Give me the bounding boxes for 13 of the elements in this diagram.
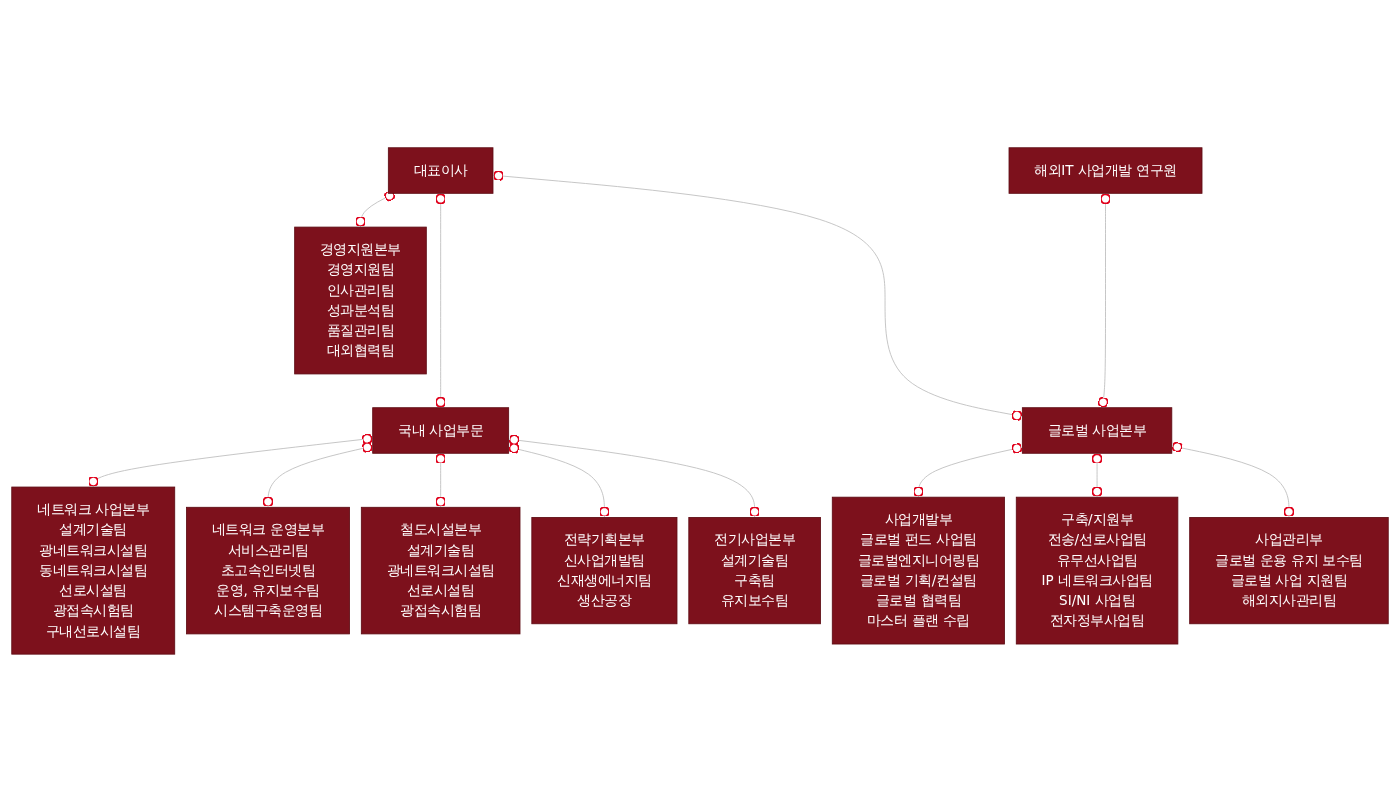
node-box: 경영지원본부 경영지원팀 인사관리팀 성과분석팀 품질관리팀 대외협력팀 bbox=[294, 226, 427, 374]
node-box: 네트워크 사업본부 설계기술팀 광네트워크시설팀 동네트워크시설팀 선로시설팀 광접속시험팀 구내선로시설팀 bbox=[11, 486, 176, 655]
node-box: 대표이사 bbox=[387, 146, 494, 194]
node-box: 해외IT 사업개발 연구원 bbox=[1008, 146, 1203, 194]
node-box: 글로벌 사업본부 bbox=[1021, 406, 1173, 454]
node-box: 국내 사업부문 bbox=[372, 406, 510, 454]
node-box: 전기사업본부 설계기술팀 구축팀 유지보수팀 bbox=[688, 516, 821, 624]
node-box: 네트워크 운영본부 서비스관리팀 초고속인터넷팀 운영, 유지보수팀 시스템구축운영팀 bbox=[186, 506, 350, 634]
node-box: 사업개발부 글로벌 펀드 사업팀 글로벌엔지니어링팀 글로벌 기획/컨설팀 글로벌 협력팀 마스터 플랜 수립 bbox=[831, 496, 1005, 644]
node-box: 사업관리부 글로벌 운용 유지 보수팀 글로벌 사업 지원팀 해외지사관리팀 bbox=[1189, 516, 1389, 624]
node-box: 전략기획본부 신사업개발팀 신재생에너지팀 생산공장 bbox=[531, 516, 678, 624]
node-box: 철도시설본부 설계기술팀 광네트워크시설팀 선로시설팀 광접속시험팀 bbox=[360, 506, 521, 634]
node-box: 구축/지원부 전송/선로사업팀 유무선사업팀 IP 네트워크사업팀 SI/NI 사업팀 전자정부사업팀 bbox=[1015, 496, 1179, 644]
